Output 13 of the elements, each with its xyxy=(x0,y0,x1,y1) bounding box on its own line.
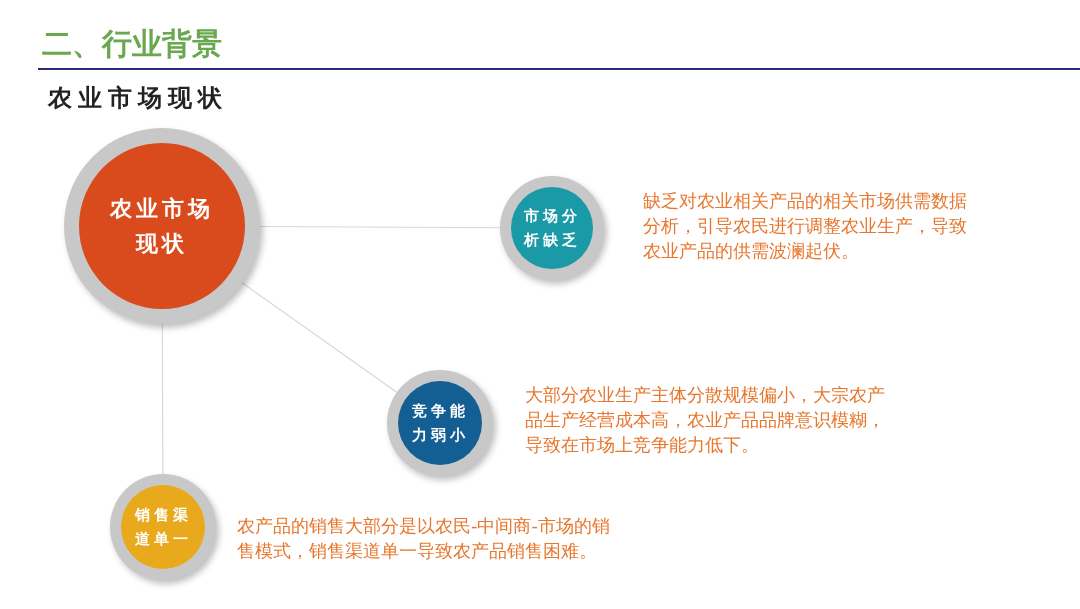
circle-label: 竞争能力弱小 xyxy=(410,401,470,446)
slide-title: 二、行业背景 xyxy=(42,25,222,63)
circle-label: 销售渠道单一 xyxy=(133,505,193,550)
description-text: 缺乏对农业相关产品的相关市场供需数据分析，引导农民进行调整农业生产，导致农业产品的供需波澜起伏。 xyxy=(643,189,968,263)
connector-line xyxy=(241,282,398,393)
connector-line xyxy=(161,323,164,475)
circle-label: 农业市场现状 xyxy=(109,194,215,258)
circle-label: 市场分析缺乏 xyxy=(522,206,582,251)
description-text: 大部分农业生产主体分散规模偏小，大宗农产品生产经营成本高，农业产品品牌意识模糊，导致在市场上竞争能力低下。 xyxy=(525,383,886,457)
connector-line xyxy=(259,225,501,229)
subtitle: 农业市场现状 xyxy=(48,82,228,114)
circle-node xyxy=(387,370,493,476)
description-text: 农产品的销售大部分是以农民-中间商-市场的销售模式，销售渠道单一导致农产品销售困难。 xyxy=(237,514,611,563)
